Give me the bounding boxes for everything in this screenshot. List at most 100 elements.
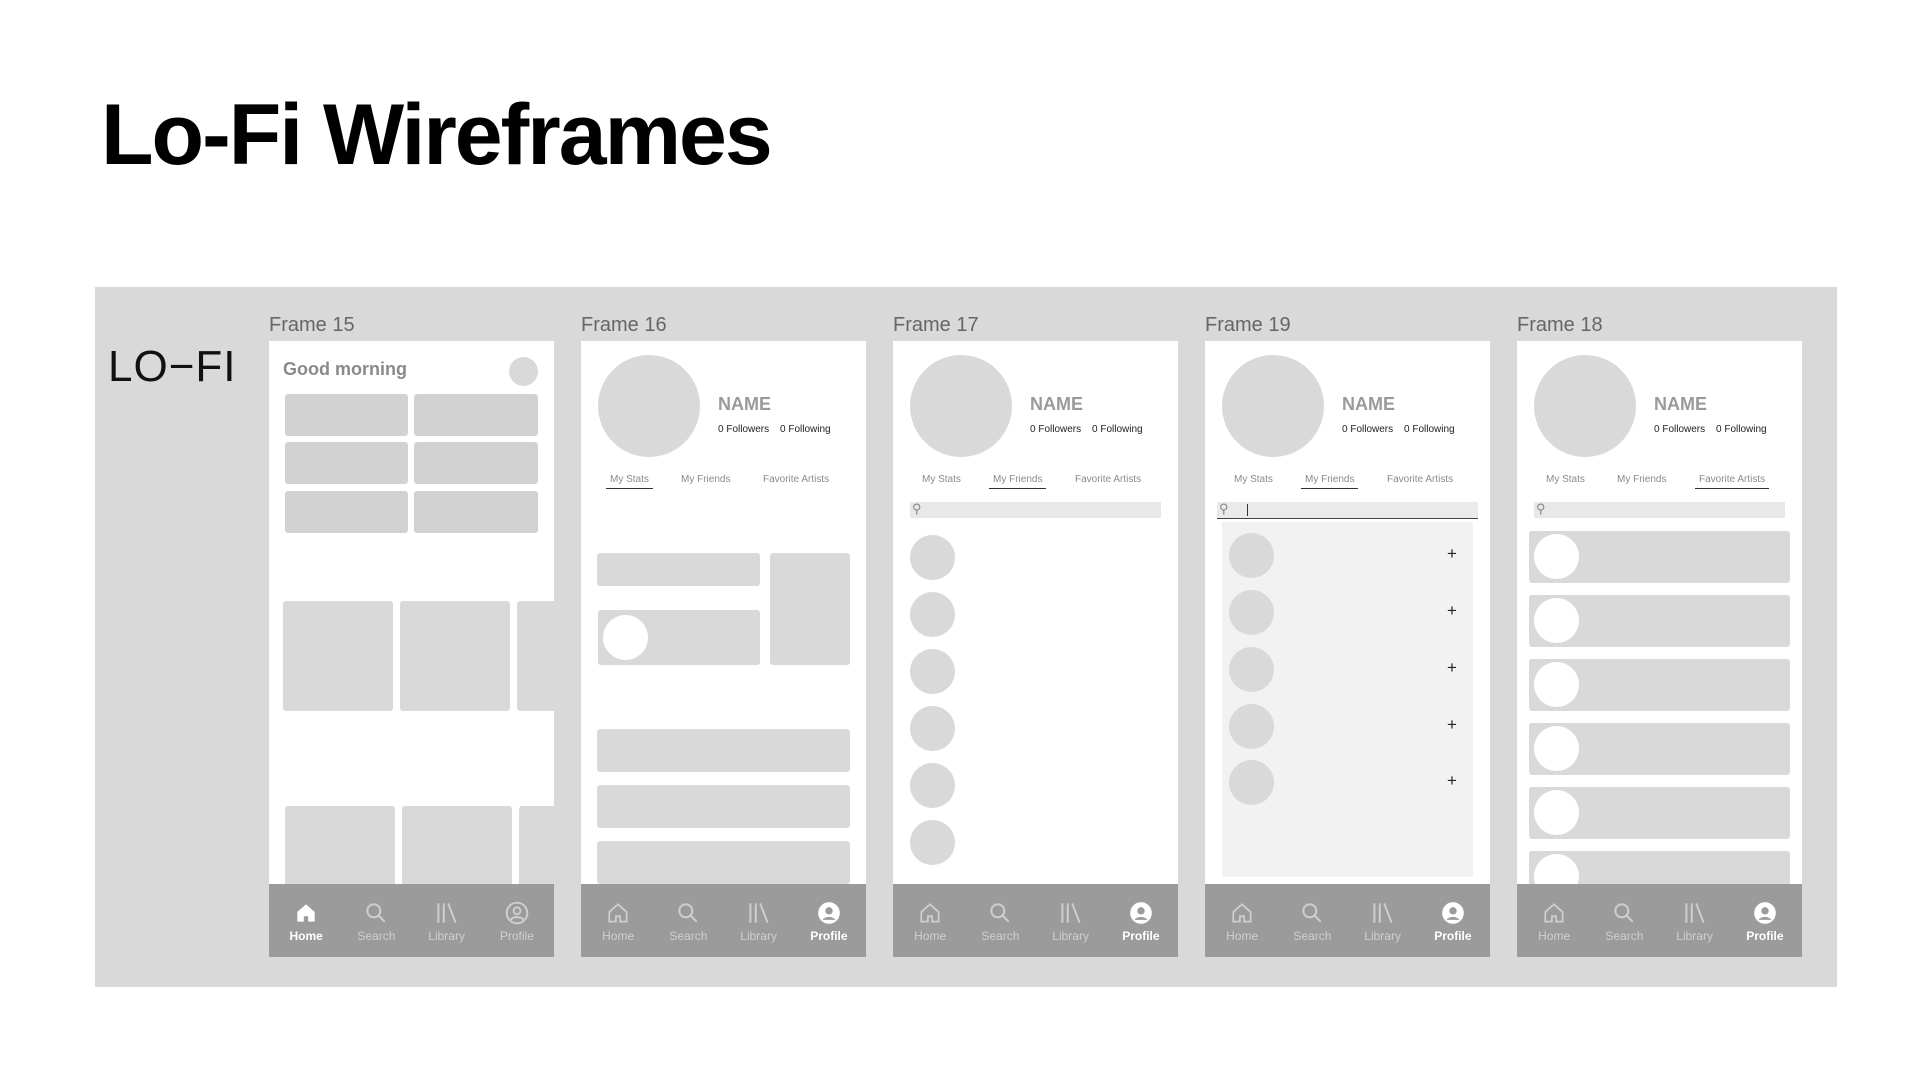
friend-search-input[interactable]: ⚲ [1217, 501, 1478, 519]
nav-label: Home [1226, 929, 1259, 943]
nav-label: Profile [1434, 929, 1472, 943]
nav-profile[interactable]: Profile [799, 898, 859, 943]
tab-favorite-artists[interactable]: Favorite Artists [1075, 474, 1142, 485]
tab-favorite-artists[interactable]: Favorite Artists [763, 474, 830, 485]
nav-search[interactable]: Search [346, 898, 406, 943]
frame-favorite-artists: NAME 0 Followers 0 Following My Stats My… [1517, 341, 1802, 957]
nav-label: Library [1052, 929, 1089, 943]
tab-favorite-artists[interactable]: Favorite Artists [1387, 474, 1454, 485]
frame-label: Frame 15 [269, 314, 355, 336]
shortcut-card [414, 491, 538, 533]
frame-profile-stats: NAME 0 Followers 0 Following My Stats My… [581, 341, 866, 957]
search-icon [1611, 898, 1637, 928]
search-icon [987, 898, 1013, 928]
nav-library[interactable]: Library [1353, 898, 1413, 943]
add-friend-button[interactable]: + [1447, 715, 1457, 734]
library-icon [1057, 898, 1085, 928]
search-icon [675, 898, 701, 928]
friend-avatar [910, 535, 955, 580]
add-friend-button[interactable]: + [1447, 658, 1457, 677]
shortcut-card [414, 442, 538, 484]
profile-avatar [1534, 355, 1636, 457]
friend-avatar [910, 592, 955, 637]
friend-avatar [1229, 760, 1274, 805]
nav-label: Search [357, 929, 396, 943]
nav-library[interactable]: Library [1041, 898, 1101, 943]
nav-search[interactable]: Search [658, 898, 718, 943]
artist-search-input[interactable]: ⚲ [1534, 501, 1785, 518]
nav-home[interactable]: Home [1212, 898, 1272, 943]
nav-home[interactable]: Home [900, 898, 960, 943]
search-icon [363, 898, 389, 928]
friend-avatar [1229, 704, 1274, 749]
nav-library[interactable]: Library [729, 898, 789, 943]
nav-home[interactable]: Home [1524, 898, 1584, 943]
shortcut-card [414, 394, 538, 436]
home-icon [605, 898, 631, 928]
profile-avatar [598, 355, 700, 457]
nav-search[interactable]: Search [1594, 898, 1654, 943]
following-count: 0 Following [1092, 424, 1143, 435]
followers-count: 0 Followers [1342, 424, 1394, 435]
nav-label: Home [1538, 929, 1571, 943]
library-icon [1369, 898, 1397, 928]
album-card [517, 601, 554, 711]
add-friend-button[interactable]: + [1447, 771, 1457, 790]
add-friend-button[interactable]: + [1447, 544, 1457, 563]
search-icon: ⚲ [1536, 501, 1546, 516]
friend-search-input[interactable]: ⚲ [910, 501, 1161, 518]
friend-avatar [1229, 647, 1274, 692]
tab-favorite-artists[interactable]: Favorite Artists [1695, 474, 1770, 489]
artist-avatar [1534, 598, 1579, 643]
nav-profile[interactable]: Profile [487, 898, 547, 943]
slide-title: Lo-Fi Wireframes [101, 87, 773, 183]
nav-home[interactable]: Home [276, 898, 336, 943]
friend-avatar [1229, 533, 1274, 578]
profile-icon [1440, 898, 1466, 928]
nav-profile[interactable]: Profile [1423, 898, 1483, 943]
tab-my-stats[interactable]: My Stats [1546, 474, 1585, 485]
nav-library[interactable]: Library [1665, 898, 1725, 943]
nav-label: Profile [810, 929, 848, 943]
nav-label: Library [428, 929, 465, 943]
frame-profile-friends: NAME 0 Followers 0 Following My Stats My… [893, 341, 1178, 957]
frame-label: Frame 18 [1517, 314, 1603, 336]
nav-label: Search [669, 929, 708, 943]
tab-my-friends[interactable]: My Friends [681, 474, 731, 485]
nav-search[interactable]: Search [970, 898, 1030, 943]
friend-avatar [910, 706, 955, 751]
library-icon [1681, 898, 1709, 928]
nav-profile[interactable]: Profile [1735, 898, 1795, 943]
friend-avatar [1229, 590, 1274, 635]
add-friend-button[interactable]: + [1447, 601, 1457, 620]
shortcut-card [285, 394, 408, 436]
tab-my-friends[interactable]: My Friends [1617, 474, 1667, 485]
nav-label: Home [914, 929, 947, 943]
tab-my-stats[interactable]: My Stats [1234, 474, 1273, 485]
tab-my-stats[interactable]: My Stats [922, 474, 961, 485]
nav-search[interactable]: Search [1282, 898, 1342, 943]
tab-my-friends[interactable]: My Friends [1301, 474, 1359, 489]
following-count: 0 Following [1716, 424, 1767, 435]
stat-card [770, 553, 850, 665]
stat-row [597, 729, 850, 772]
home-icon [293, 898, 319, 928]
nav-home[interactable]: Home [588, 898, 648, 943]
friend-avatar [910, 820, 955, 865]
profile-name: NAME [718, 394, 771, 414]
tab-my-stats[interactable]: My Stats [606, 474, 653, 489]
bottom-nav: Home Search Library Profile [269, 884, 554, 957]
following-count: 0 Following [780, 424, 831, 435]
stat-avatar [603, 615, 648, 660]
board-label: LO−FI [108, 342, 237, 391]
tab-my-friends[interactable]: My Friends [989, 474, 1047, 489]
artist-avatar [1534, 662, 1579, 707]
nav-library[interactable]: Library [417, 898, 477, 943]
nav-label: Home [602, 929, 635, 943]
nav-label: Search [1605, 929, 1644, 943]
nav-profile[interactable]: Profile [1111, 898, 1171, 943]
nav-label: Home [289, 929, 323, 943]
